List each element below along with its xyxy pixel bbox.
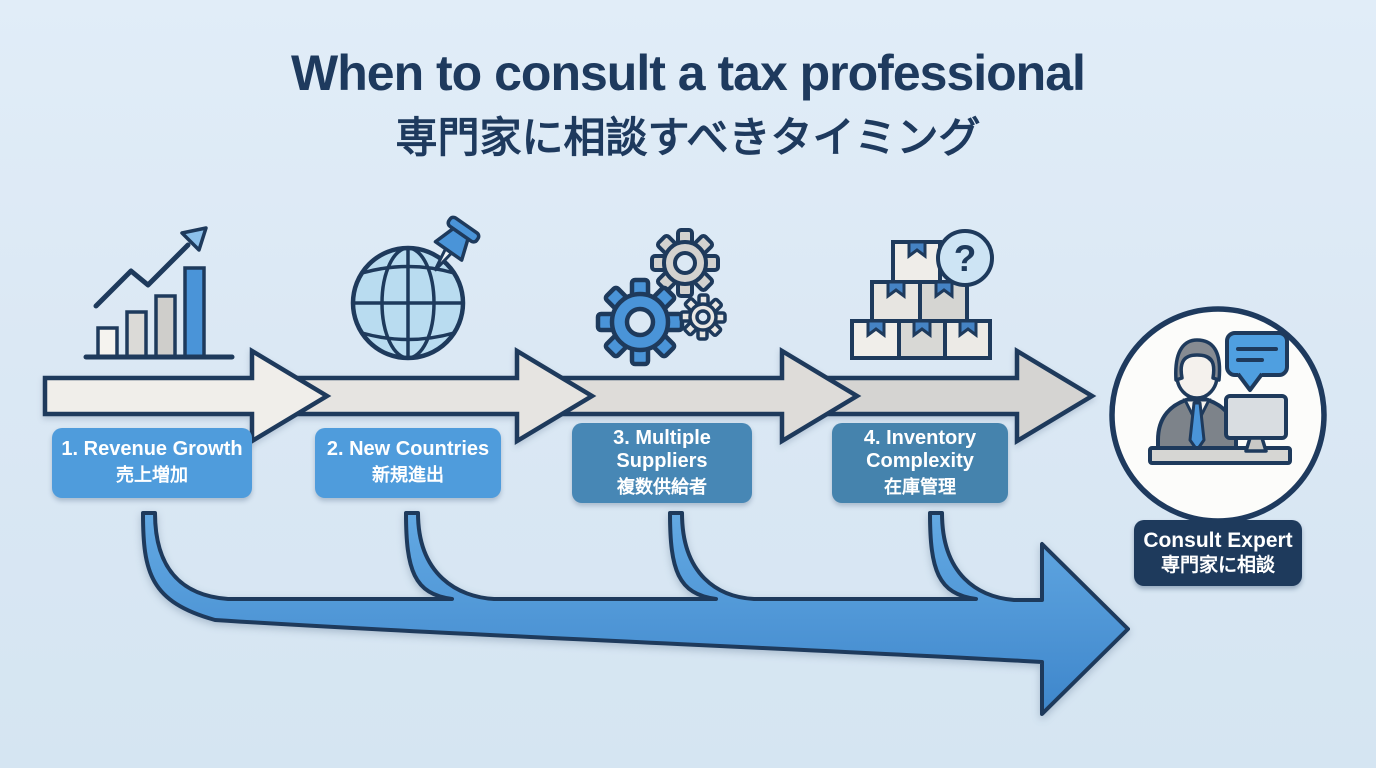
speech-bubble-icon — [1225, 331, 1289, 392]
inventory-boxes-icon: ? — [850, 229, 994, 360]
trend-arrowhead — [180, 226, 208, 252]
step-label-en: 1. Revenue Growth — [61, 438, 243, 461]
consult-expert-label-en: Consult Expert — [1143, 528, 1293, 552]
pushpin-icon — [433, 215, 481, 272]
flow-arrow-4 — [817, 347, 1097, 445]
consultant-at-desk-icon — [1109, 306, 1327, 524]
consult-expert-label-ja: 専門家に相談 — [1160, 554, 1275, 576]
page-title: When to consult a tax professional — [291, 45, 1086, 101]
flow-arrow-1 — [42, 347, 332, 445]
trend-line — [93, 242, 191, 309]
question-circle — [936, 229, 994, 287]
globe-pin-icon — [350, 215, 481, 361]
page-title-japanese: 専門家に相談すべきタイミング — [395, 114, 981, 161]
step-label-revenue-growth: 1. Revenue Growth 売上増加 — [52, 428, 252, 498]
bar-chart-growth-icon — [83, 226, 235, 360]
gears-icon — [595, 228, 727, 367]
merge-arrow-shape — [141, 511, 1130, 716]
monitor-icon — [1224, 394, 1288, 453]
gear-small-light — [679, 293, 727, 341]
question-mark-icon: ? — [954, 238, 977, 279]
step-label-ja: 新規進出 — [372, 465, 444, 486]
consult-expert-badge: Consult Expert 専門家に相談 — [1134, 520, 1302, 586]
step-label-en: 3. Multiple Suppliers — [613, 426, 711, 472]
step-label-en: 2. New Countries — [326, 438, 490, 461]
desk — [1148, 446, 1292, 465]
gear-large-blue — [595, 277, 685, 367]
flow-arrow-2 — [287, 347, 597, 445]
step-label-ja: 売上増加 — [116, 465, 188, 486]
step-label-ja: 複数供給者 — [617, 476, 707, 497]
step-label-ja: 在庫管理 — [884, 476, 956, 497]
step-label-inventory-complexity: 4. Inventory Complexity 在庫管理 — [832, 423, 1008, 503]
flow-arrow-3 — [552, 347, 862, 445]
step-label-en: 4. Inventory Complexity — [863, 426, 977, 472]
step-label-new-countries: 2. New Countries 新規進出 — [315, 428, 501, 498]
step-label-multiple-suppliers: 3. Multiple Suppliers 複数供給者 — [572, 423, 752, 503]
gear-top-gray — [650, 228, 720, 298]
